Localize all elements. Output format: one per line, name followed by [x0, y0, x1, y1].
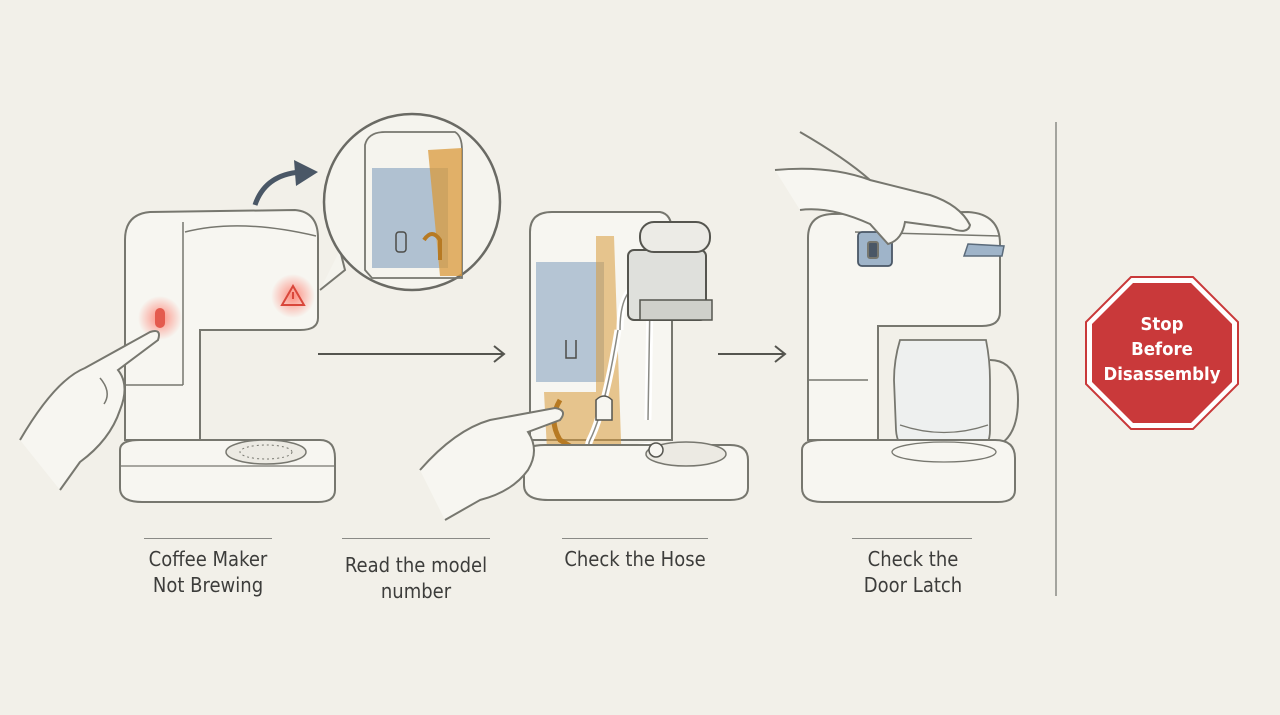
- coffee-maker-latch-illustration: [801, 210, 1020, 503]
- step-caption: Check the Hose: [545, 546, 725, 572]
- hand-icon: [19, 330, 160, 491]
- coffee-maker-illustration: [119, 208, 336, 503]
- step-caption: Read the model number: [326, 552, 506, 604]
- stop-sign-label: Stop Before Disassembly: [1096, 312, 1228, 387]
- caption-line: number: [380, 579, 452, 603]
- caption-divider: [342, 538, 490, 539]
- stop-line: Disassembly: [1103, 364, 1221, 385]
- stop-line: Before: [1131, 339, 1193, 360]
- cutaway-machine-illustration: [523, 211, 749, 501]
- caption-line: Not Brewing: [152, 573, 264, 597]
- caption-line: Check the: [867, 547, 959, 571]
- caption-divider: [852, 538, 972, 539]
- reservoir-magnifier: [319, 112, 502, 292]
- hand-icon: [774, 131, 972, 246]
- caption-line: Read the model: [344, 553, 488, 577]
- stop-sign-icon: [1085, 276, 1239, 430]
- step-caption: Coffee Maker Not Brewing: [127, 546, 289, 598]
- arrow-right-icon: [718, 345, 787, 363]
- hand-icon: [419, 406, 565, 521]
- warning-icon: [271, 274, 315, 318]
- stop-line: Stop: [1140, 314, 1184, 335]
- caption-line: Coffee Maker: [148, 547, 268, 571]
- caption-line: Door Latch: [863, 573, 963, 597]
- curved-arrow-icon: [252, 160, 318, 206]
- indicator-light-icon: [138, 296, 182, 340]
- caption-divider: [562, 538, 708, 539]
- caption-line: Check the Hose: [564, 547, 706, 571]
- step-caption: Check the Door Latch: [832, 546, 994, 598]
- caption-divider: [144, 538, 272, 539]
- arrow-right-icon: [318, 345, 506, 363]
